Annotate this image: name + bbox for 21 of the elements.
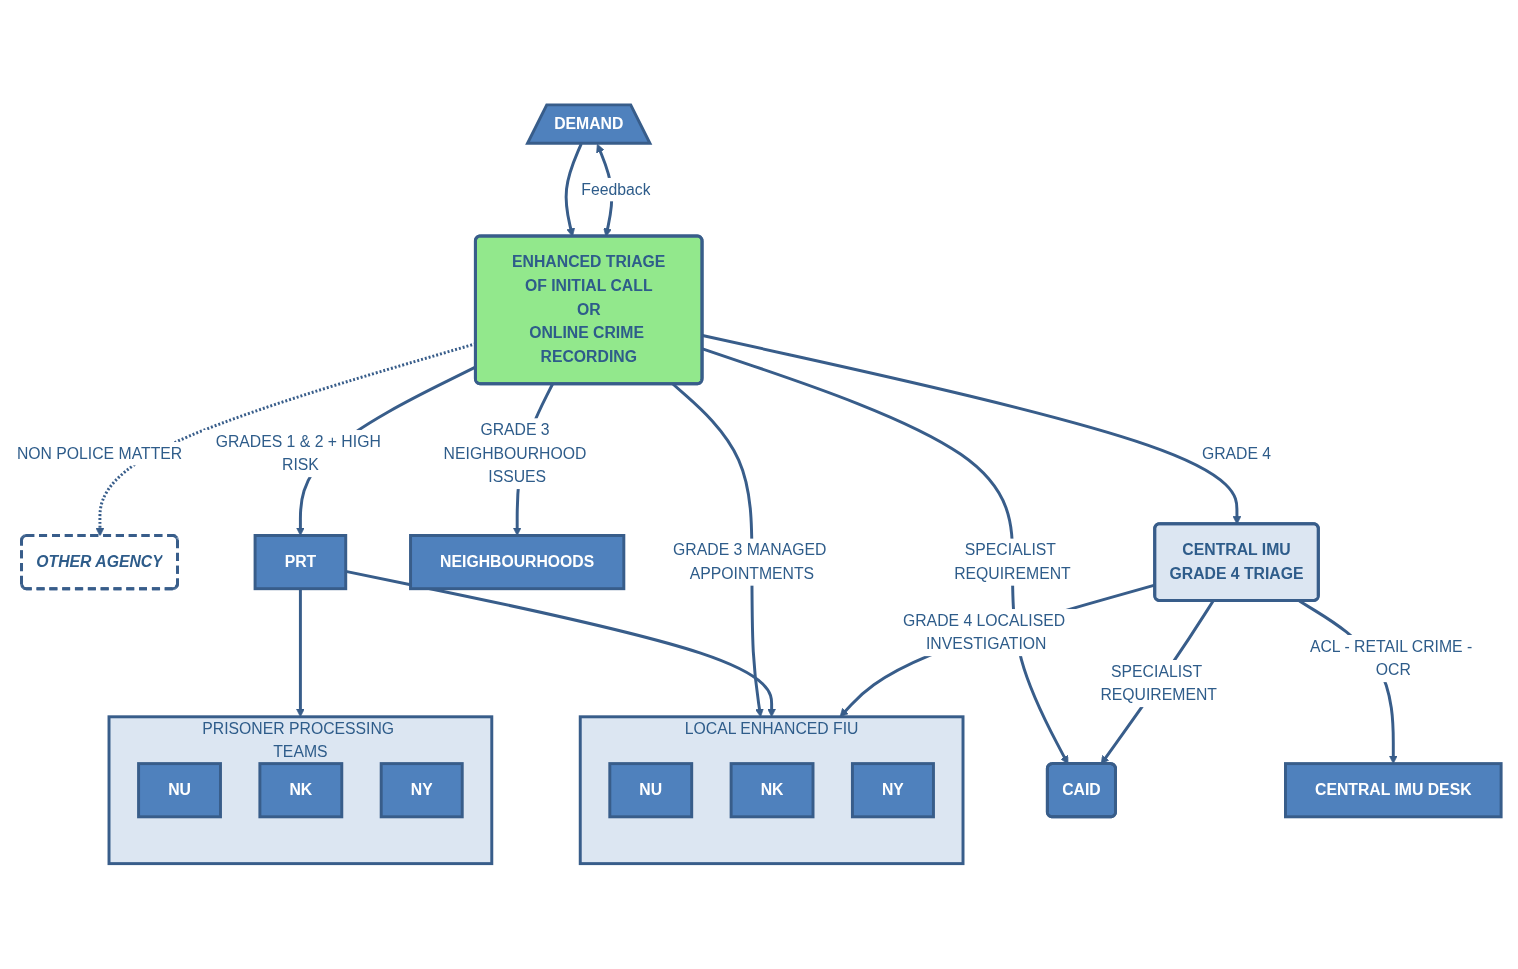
node-box: CENTRAL IMU DESK <box>1284 762 1503 819</box>
node-box: PRT <box>253 534 348 591</box>
edge-label: GRADE 4 <box>1201 445 1272 462</box>
node-box: NY <box>379 762 464 819</box>
node-box: NY <box>850 762 935 819</box>
node-box: NK <box>258 762 344 819</box>
edge-label: GRADE 3 NEIGHBOURHOOD ISSUES <box>443 421 587 486</box>
node-box: NU <box>137 762 222 819</box>
node-box: NEIGHBOURHOODS <box>409 534 626 591</box>
edge-label: Feedback <box>581 181 651 198</box>
arrow <box>345 570 776 718</box>
edge-label: GRADE 3 MANAGED APPOINTMENTS <box>673 541 827 583</box>
edge-label: NON POLICE MATTER <box>16 445 183 462</box>
arrow <box>296 588 305 718</box>
edge-label: GRADE 4 LOCALISED INVESTIGATION <box>902 612 1066 653</box>
edge-label: SPECIALIST REQUIREMENT <box>954 541 1071 583</box>
edge-label: GRADES 1 & 2 + HIGH RISK <box>215 433 381 474</box>
edge-label: ACL - RETAIL CRIME - OCR <box>1309 638 1473 679</box>
node-box: NU <box>608 762 694 819</box>
edge-label: SPECIALIST REQUIREMENT <box>1100 663 1217 704</box>
node-box: NK <box>729 762 815 819</box>
